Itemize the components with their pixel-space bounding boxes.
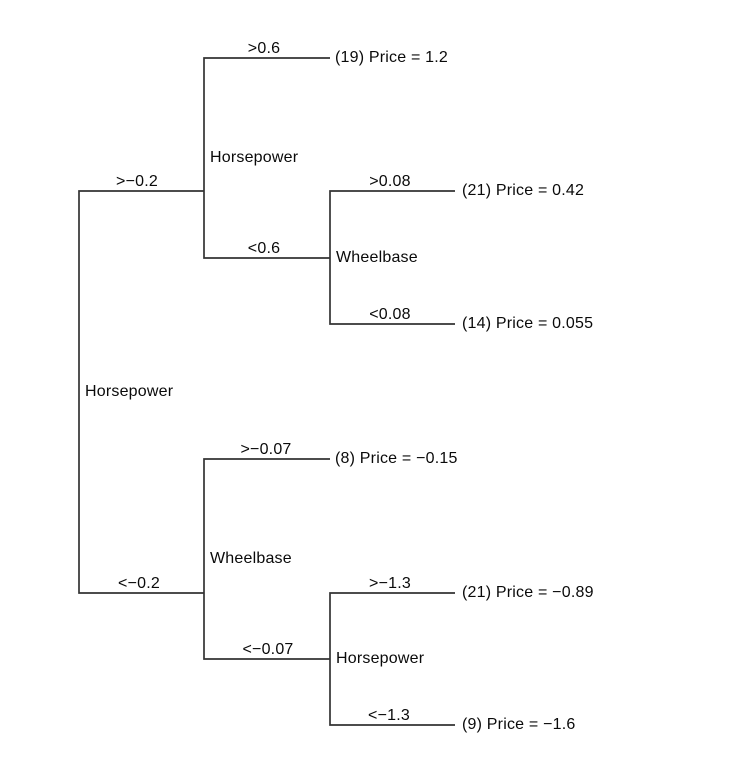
edge-condition-label-upper-gt: >0.6: [247, 40, 281, 57]
leaf-node-label-4: (8) Price = −0.15: [335, 450, 458, 468]
split-node-label-lower-right: Horsepower: [336, 650, 425, 668]
split-node-label-lower: Wheelbase: [210, 550, 292, 568]
split-node-label-upper-right: Wheelbase: [336, 249, 418, 267]
edge-condition-label-lower-lt: <−0.07: [242, 641, 294, 658]
leaf-node-label-3: (14) Price = 0.055: [462, 315, 594, 333]
edge-condition-label-root-gt: >−0.2: [116, 173, 158, 190]
branch-upper-bracket: [203, 57, 330, 259]
leaf-node-label-5: (21) Price = −0.89: [462, 584, 594, 602]
edge-condition-label-lower-gt: >−0.07: [240, 441, 292, 458]
edge-condition-label-upper-lt: <0.6: [247, 240, 281, 257]
edge-condition-label-lower-right-gt: >−1.3: [369, 575, 411, 592]
leaf-node-label-6: (9) Price = −1.6: [462, 716, 576, 734]
split-node-label-upper: Horsepower: [210, 149, 299, 167]
leaf-node-label-1: (19) Price = 1.2: [335, 49, 449, 67]
edge-condition-label-upper-right-gt: >0.08: [369, 173, 411, 190]
edge-condition-label-lower-right-lt: <−1.3: [368, 707, 410, 724]
branch-root-bracket: [78, 190, 204, 594]
branch-lower-right-bracket: [329, 592, 455, 726]
edge-condition-label-upper-right-lt: <0.08: [369, 306, 411, 323]
branch-upper-right-bracket: [329, 190, 455, 325]
edge-condition-label-root-lt: <−0.2: [118, 575, 160, 592]
leaf-node-label-2: (21) Price = 0.42: [462, 182, 585, 200]
branch-lower-bracket: [203, 458, 330, 660]
split-node-label-root: Horsepower: [85, 383, 174, 401]
